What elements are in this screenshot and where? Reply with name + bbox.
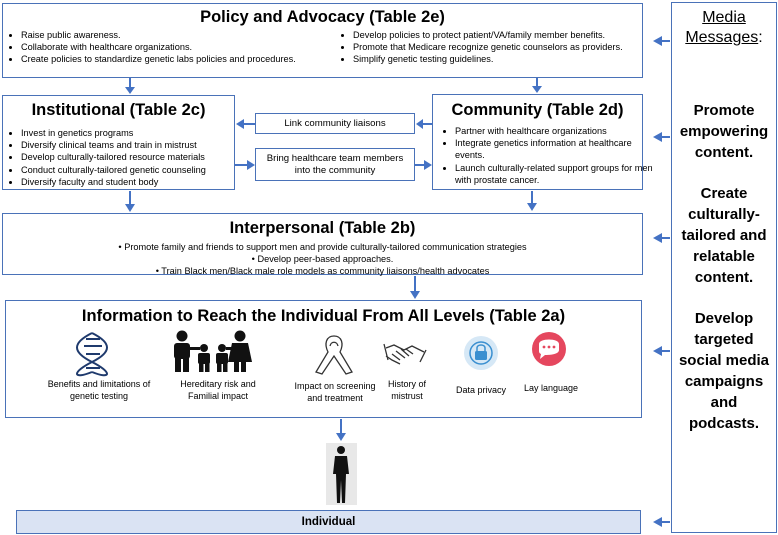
media-message: Develop targeted social media campaigns … (678, 310, 770, 432)
institutional-item: Conduct culturally-tailored genetic coun… (21, 164, 246, 176)
policy-right-item: Develop policies to protect patient/VA/f… (353, 29, 653, 41)
bring-team-box: Bring healthcare team members into the c… (255, 148, 415, 181)
media-message: Promote empowering content. (679, 102, 769, 161)
interpersonal-item: Promote family and friends to support me… (3, 241, 642, 253)
individual-person-icon (326, 443, 357, 505)
institutional-item: Invest in genetics programs (21, 127, 246, 139)
policy-right-list: Develop policies to protect patient/VA/f… (339, 29, 653, 66)
community-item: Launch culturally-related support groups… (455, 162, 653, 186)
link-community-liaisons-box: Link community liaisons (255, 113, 415, 134)
media-title-colon: : (758, 29, 763, 46)
dna-icon (76, 332, 108, 377)
policy-right-item: Promote that Medicare recognize genetic … (353, 41, 653, 53)
policy-advocacy-box: Policy and Advocacy (Table 2e) Raise pub… (2, 3, 643, 78)
policy-left-item: Create policies to standardize genetic l… (21, 53, 341, 65)
icon-caption-data-privacy: Data privacy (455, 385, 507, 395)
icon-caption-genetic-testing: Benefits and limitations of genetic test… (47, 379, 151, 401)
institutional-box: Institutional (Table 2c) Invest in genet… (2, 95, 235, 190)
policy-advocacy-title: Policy and Advocacy (Table 2e) (200, 8, 445, 26)
lock-icon (464, 336, 498, 370)
institutional-title: Institutional (Table 2c) (31, 101, 206, 119)
handshake-icon (383, 343, 427, 365)
interpersonal-item: Train Black men/Black male role models a… (3, 265, 642, 277)
community-item: Integrate genetics information at health… (455, 137, 653, 161)
icon-caption-screening-treatment: Impact on screening and treatment (294, 381, 376, 403)
media-messages-title: Media Messages: (672, 8, 776, 48)
information-title: Information to Reach the Individual From… (81, 307, 566, 325)
institutional-item: Diversify faculty and student body (21, 176, 246, 188)
interpersonal-item: Develop peer-based approaches. (3, 253, 642, 265)
media-title-line1: Media (702, 9, 746, 26)
community-list: Partner with healthcare organizations In… (441, 125, 653, 186)
institutional-item: Develop culturally-tailored resource mat… (21, 151, 246, 163)
media-messages-box: Media Messages: Promote empowering conte… (671, 2, 777, 533)
institutional-list: Invest in genetics programs Diversify cl… (7, 127, 246, 188)
interpersonal-box: Interpersonal (Table 2b) Promote family … (2, 213, 643, 278)
media-title-line2: Messages (685, 29, 759, 46)
policy-left-list: Raise public awareness. Collaborate with… (7, 29, 341, 66)
community-box: Community (Table 2d) Partner with health… (432, 94, 653, 190)
policy-left-item: Collaborate with healthcare organization… (21, 41, 341, 53)
chat-bubble-icon (532, 332, 566, 366)
policy-right-item: Simplify genetic testing guidelines. (353, 53, 653, 65)
flow-arrows (125, 36, 670, 527)
community-item: Partner with healthcare organizations (455, 125, 653, 137)
icon-caption-hereditary-risk: Hereditary risk and Familial impact (180, 379, 256, 401)
community-title: Community (Table 2d) (451, 101, 624, 119)
interpersonal-title: Interpersonal (Table 2b) (229, 219, 416, 237)
icon-caption-mistrust: History of mistrust (387, 379, 426, 401)
policy-left-item: Raise public awareness. (21, 29, 341, 41)
icon-caption-lay-language: Lay language (523, 383, 579, 393)
institutional-item: Diversify clinical teams and train in mi… (21, 139, 246, 151)
interpersonal-list: Promote family and friends to support me… (3, 241, 642, 278)
individual-label: Individual (301, 516, 356, 528)
family-icon (174, 330, 252, 372)
awareness-ribbon-icon (315, 335, 353, 375)
media-message: Create culturally-tailored and relatable… (681, 185, 767, 286)
individual-box: Individual (16, 510, 641, 534)
